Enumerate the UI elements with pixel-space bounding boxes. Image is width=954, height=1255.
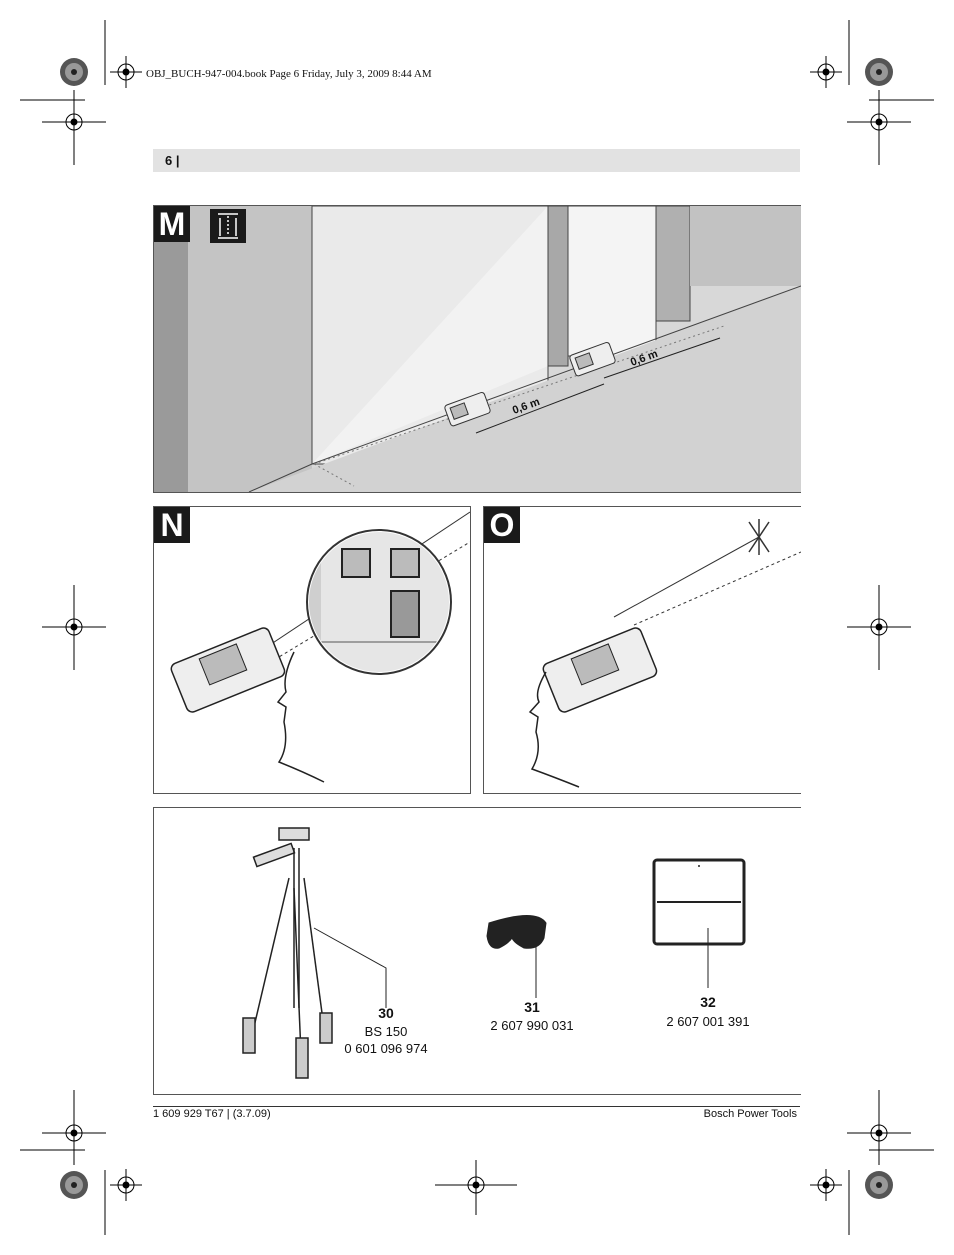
- print-header: OBJ_BUCH-947-004.book Page 6 Friday, Jul…: [146, 68, 432, 80]
- accessory-31-part-number: 2 607 990 031: [490, 1018, 574, 1033]
- figure-label-o: O: [484, 507, 520, 543]
- accessories-panel: 30 BS 150 0 601 096 974 31 2 607 990 031…: [153, 807, 801, 1095]
- figure-label-m: M: [154, 206, 190, 242]
- page-number: 6 |: [165, 153, 180, 168]
- figure-m-illustration: 0,6 m 0,6 m: [154, 206, 801, 492]
- accessory-32-number: 32: [700, 994, 716, 1010]
- figure-m: 0,6 m 0,6 m M: [153, 205, 801, 493]
- figure-n: N: [153, 506, 471, 794]
- accessory-30-number: 30: [378, 1005, 394, 1021]
- figure-n-illustration: [170, 511, 470, 783]
- accessory-32-part-number: 2 607 001 391: [666, 1014, 750, 1029]
- accessories-illustration: [242, 827, 746, 1079]
- figure-o: O: [483, 506, 801, 794]
- footer-left: 1 609 929 T67 | (3.7.09): [153, 1108, 271, 1120]
- page-header-bar: [153, 149, 800, 172]
- accessory-30-part-number: 0 601 096 974: [344, 1041, 428, 1056]
- footer-rule: [153, 1106, 800, 1107]
- accessory-30-name: BS 150: [364, 1024, 408, 1039]
- figure-label-n: N: [154, 507, 190, 543]
- footer-right: Bosch Power Tools: [703, 1108, 797, 1120]
- figure-o-illustration: [528, 519, 801, 788]
- accessory-31-number: 31: [524, 999, 540, 1015]
